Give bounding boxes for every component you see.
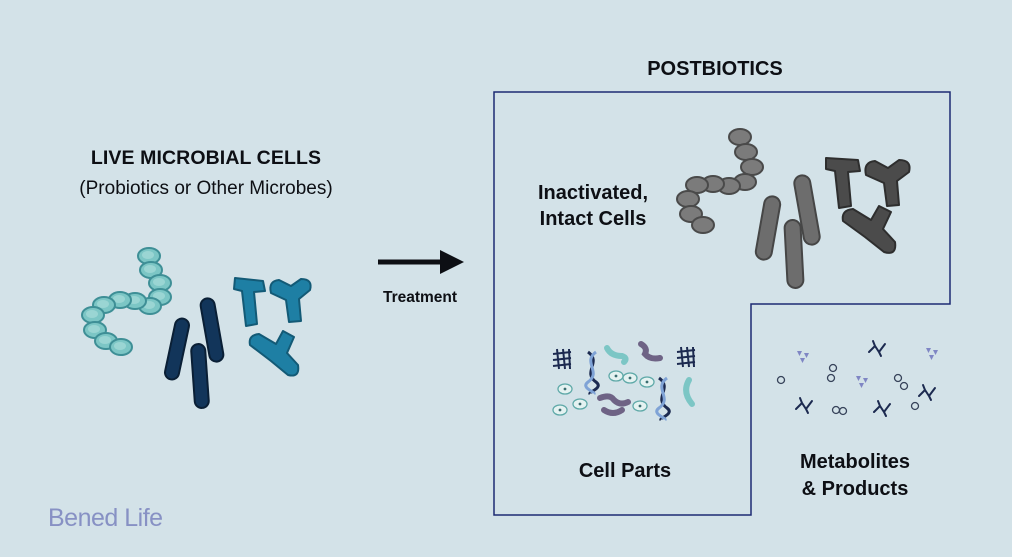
live-y-cells [233,277,312,377]
dna-helix-icon [655,376,671,422]
inactivated-cells-label: Inactivated, Intact Cells [513,180,673,232]
inactivated-line-2: Intact Cells [539,208,647,230]
live-cells-group [81,247,312,409]
live-rod-cells [164,297,225,409]
dna-helix-icon [584,350,600,396]
metabolite-particle-icon [795,397,813,414]
metabolites-label: Metabolites & Products [765,449,945,503]
cell-wall-mesh-icon [676,346,696,368]
cell-parts-group [552,341,696,422]
postbiotics-title: POSTBIOTICS [647,58,783,80]
metabolite-particle-icon [926,348,938,360]
inactivated-line-1: Inactivated, [537,182,649,204]
arrow-right-icon [378,250,464,274]
inactive-rod-cells [754,174,821,289]
inactive-chain-cells [676,128,764,234]
brand-logo-text: Bened Life [48,504,163,532]
inactivated-cells-group [676,128,911,289]
live-cells-title: LIVE MICROBIAL CELLS [90,147,322,169]
metabolites-line-1: Metabolites [799,451,911,473]
metabolite-particle-icon [873,400,891,417]
cell-parts-label: Cell Parts [578,460,672,482]
metabolite-particle-icon [868,340,886,357]
inactive-y-cells [825,157,911,254]
postbiotics-box [493,91,951,516]
metabolites-group [776,340,938,417]
metabolite-particle-icon [918,384,936,401]
metabolite-particle-icon [856,376,868,388]
treatment-label: Treatment [382,289,458,306]
metabolites-line-2: & Products [801,478,909,500]
cell-wall-mesh-icon [552,348,572,370]
live-chain-cells [81,247,172,356]
live-cells-subtitle: (Probiotics or Other Microbes) [79,178,333,199]
metabolite-particle-icon [797,351,809,363]
